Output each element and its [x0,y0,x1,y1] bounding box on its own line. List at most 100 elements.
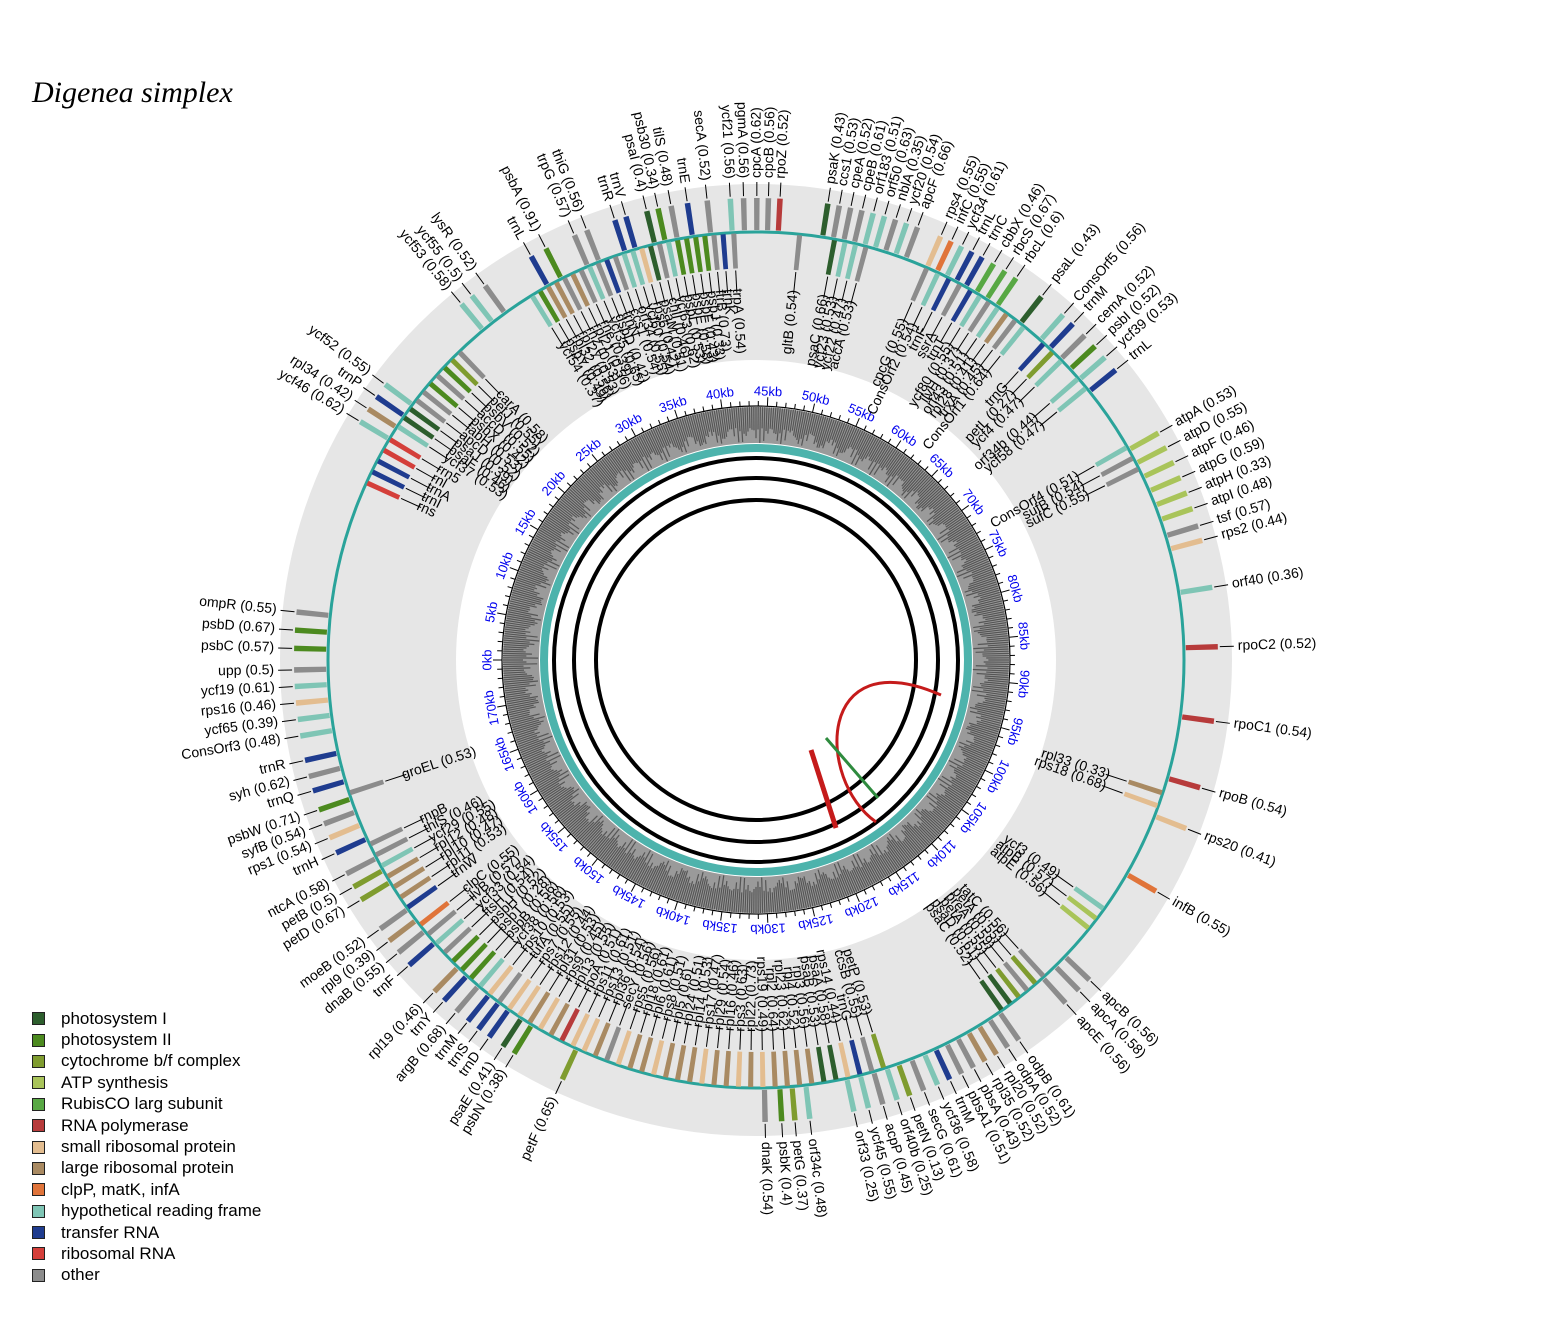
label-leader [1008,1048,1017,1062]
outer-gene-block [789,1088,798,1121]
gc-bar [700,412,707,437]
gc-bar [679,877,688,902]
gc-bar [532,540,552,552]
gc-bar [933,498,952,514]
gc-bar [506,698,537,705]
gc-bar [572,818,589,835]
legend-label: cytochrome b/f complex [61,1051,241,1071]
gc-bar [885,452,902,475]
gc-bar [776,882,781,912]
gc-bar [784,409,790,441]
gc-bar [986,637,1009,641]
gc-bar [926,795,955,818]
label-leader [523,242,531,255]
gc-bar [987,679,1009,683]
inner-gene-block [587,265,606,300]
legend-item: ribosomal RNA [32,1243,261,1264]
gc-bar [816,416,827,448]
gc-bar [953,771,977,786]
label-leader [937,1086,945,1100]
scale-tick [516,559,522,563]
gc-bar [625,856,639,878]
label-leader [429,446,449,460]
label-leader [289,760,304,765]
inner-gene-block [860,1036,875,1072]
gc-bar [508,706,536,714]
label-leader [385,953,398,964]
label-leader [868,1109,873,1124]
gc-bar [514,728,538,737]
outer-gene-block [873,215,888,248]
label-leader [405,487,426,499]
label-leader [611,297,621,319]
gc-bar [926,500,953,523]
outer-gene-block [909,1059,927,1092]
gc-bar [623,858,635,877]
label-leader [332,874,345,882]
inner-gene-block [782,1050,790,1087]
scale-tick [961,505,970,512]
gc-bar [733,407,737,429]
label-leader [985,1062,994,1076]
label-leader [853,1113,858,1128]
gc-bar [972,668,1009,672]
gc-bar [973,738,994,748]
gc-bar [976,606,1004,614]
scale-tick [499,622,505,625]
gc-bar [881,448,897,471]
gc-bar [536,772,561,788]
label-leader [996,938,1012,956]
label-leader [580,215,587,229]
scale-tick [520,765,526,769]
outer-gene-block [294,682,327,690]
gc-bar [658,426,668,447]
outer-gene-block [469,294,494,323]
gc-bar [656,426,671,458]
label-leader [530,960,544,979]
label-leader [434,438,454,452]
gc-bar [986,635,1008,639]
scale-tick [971,522,977,527]
gc-bar [606,454,624,478]
gene-label: rpl22 (0.73) [742,960,759,1032]
gc-bar [548,514,571,531]
outer-gene-block [476,1002,500,1031]
label-leader [475,272,485,285]
outer-gene-block [871,1072,886,1105]
gc-bar [948,527,973,543]
gc-bar [522,750,543,760]
label-leader [580,311,592,332]
gc-bar [744,407,747,436]
scale-tick [955,816,961,821]
gc-bar [696,878,705,907]
gc-bar [791,889,797,910]
scale-tick [887,438,892,444]
gc-bar [592,827,616,855]
label-leader [1074,465,1095,478]
gc-bar [974,600,1003,609]
gc-bar [806,882,814,907]
gc-bar [527,759,547,770]
scale-tick [1004,608,1011,611]
scale-tick [812,403,816,413]
scale-tick [838,899,841,906]
label-leader [924,1092,931,1106]
gc-bar [851,429,862,450]
gc-bar [906,824,928,847]
inner-gene-block [409,406,441,432]
outer-gene-block [407,942,435,968]
label-leader [728,1027,731,1050]
outer-gene-block [1136,445,1168,465]
outer-gene-block [528,255,550,286]
inner-gene-block [1123,791,1159,809]
gc-bar [955,777,975,789]
gc-bar [883,849,898,871]
gc-bar [818,879,827,904]
gc-bar [564,493,592,517]
label-leader [619,1004,628,1026]
gc-bar [503,678,534,683]
gc-bar [828,419,837,444]
inner-gene-block [396,424,429,448]
label-leader [1073,311,1085,323]
label-leader [1194,502,1208,509]
